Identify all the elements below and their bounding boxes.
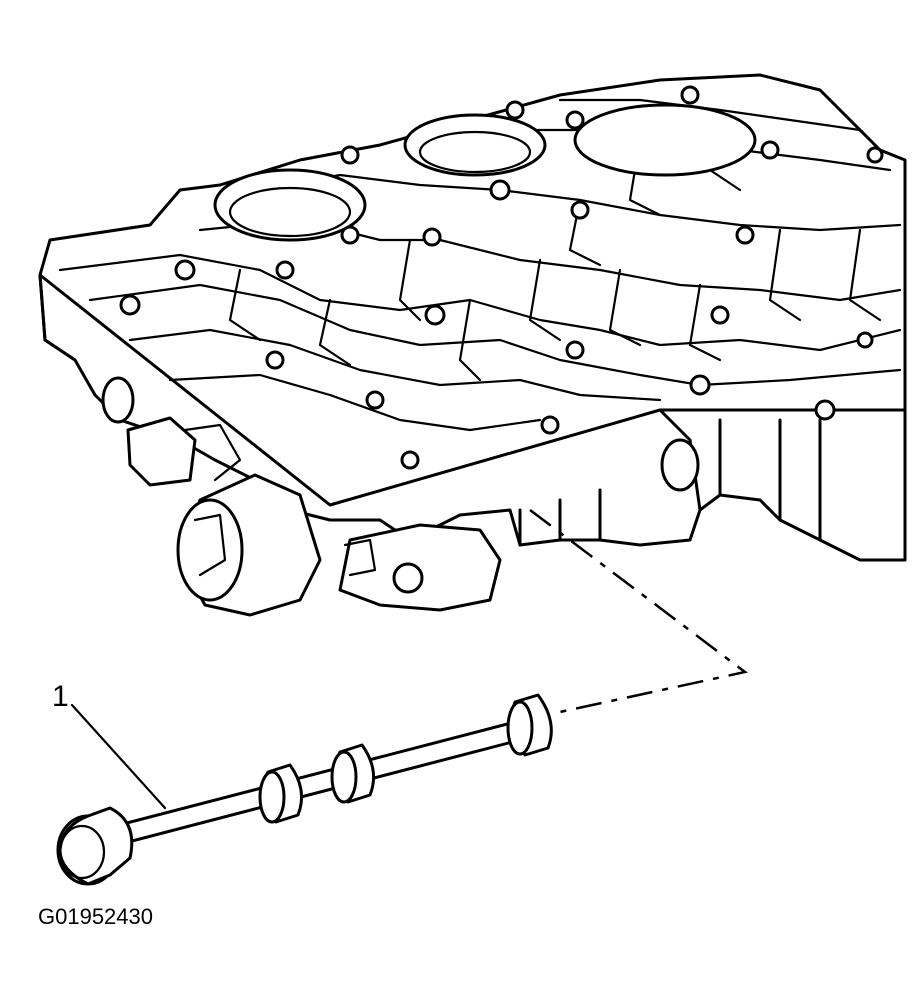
callout-number: 1	[52, 680, 69, 713]
figure-code: G01952430	[38, 904, 153, 929]
accumulator-housing	[338, 523, 502, 612]
solenoid	[126, 416, 322, 617]
valve-spool	[56, 693, 553, 886]
valve-body	[38, 73, 907, 562]
alignment-leader-line	[529, 509, 748, 714]
callout-leader-line	[70, 703, 167, 810]
